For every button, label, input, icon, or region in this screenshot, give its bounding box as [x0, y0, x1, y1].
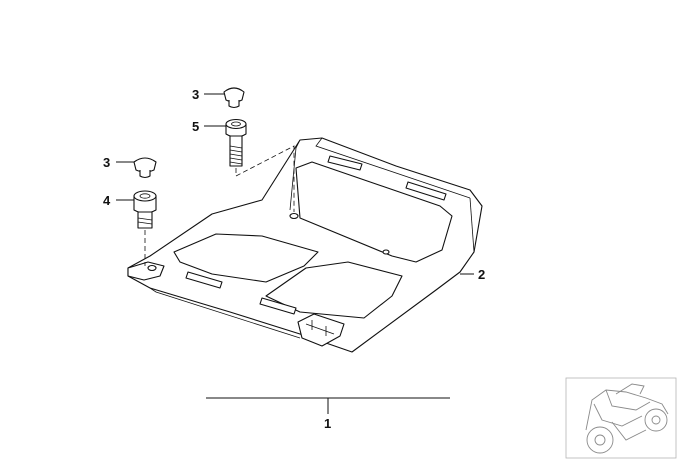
screw-5 — [225, 118, 247, 167]
callout-2: 2 — [478, 267, 485, 282]
callout-3-upper: 3 — [192, 87, 199, 102]
luggage-rack — [127, 137, 483, 353]
assembly-lines — [144, 145, 295, 266]
cap-3-upper — [223, 87, 245, 109]
callout-3-lower: 3 — [103, 155, 110, 170]
screw-4 — [133, 190, 157, 229]
callout-4: 4 — [103, 193, 111, 208]
leader-lines — [116, 93, 474, 414]
callout-1: 1 — [324, 416, 331, 431]
callout-5: 5 — [192, 119, 199, 134]
cap-3-lower — [133, 157, 157, 179]
motorcycle-thumbnail-icon — [565, 377, 677, 459]
